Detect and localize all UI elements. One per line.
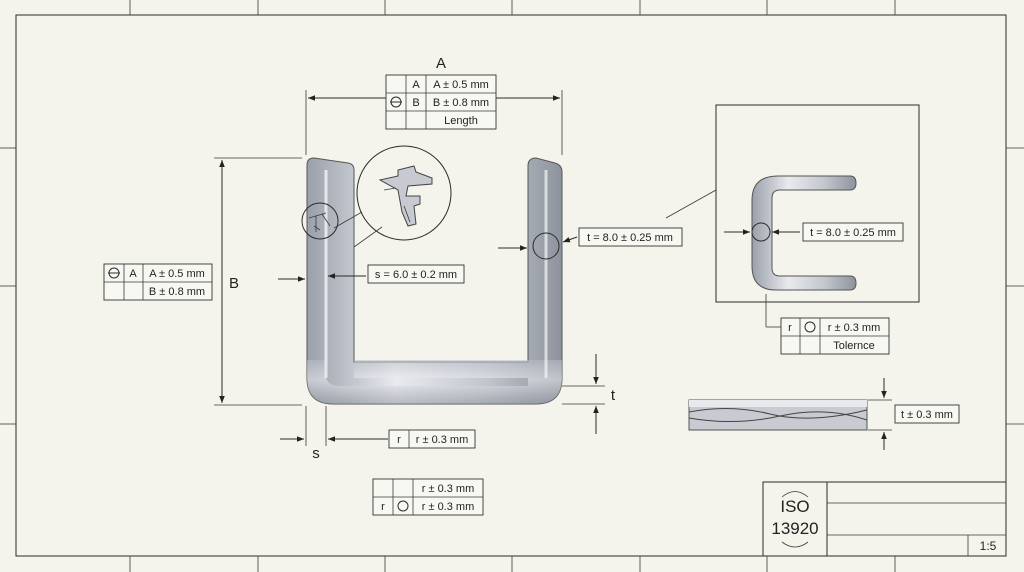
dim-label-t: t [611,387,616,404]
dim-label-b: B [229,275,239,292]
tol-inset-symbol: r [788,322,792,334]
tolerance-table-top: A A ± 0.5 mm B B ± 0.8 mm Length [385,74,497,130]
position-icon [390,96,402,108]
tol-bottom-symbol: r [381,501,385,513]
detail-magnifier [301,145,452,248]
tol-bottom-r-value-1: r ± 0.3 mm [422,483,475,495]
tol-top-a-value: A ± 0.5 mm [433,79,489,91]
tol-left-a-value: A ± 0.5 mm [149,268,205,280]
tol-top-b-value: B ± 0.8 mm [433,97,489,109]
tolerance-table-left: A A ± 0.5 mm B ± 0.8 mm [103,263,213,301]
dimension-a: A [305,55,563,155]
radius-table-small: r r ± 0.3 mm [388,429,476,449]
tol-inset-label: Tolernce [833,340,875,352]
caliper-icon [378,165,433,227]
dimension-t: t [562,354,616,434]
inset-t-thickness-label: t = 8.0 ± 0.25 mm [810,227,896,239]
iso-standard-number: 13920 [771,519,818,538]
scale-label: 1:5 [980,539,997,553]
tol-bottom-r-value-2: r ± 0.3 mm [422,501,475,513]
position-icon [108,267,120,279]
u-channel-part [306,157,563,405]
dim-label-s: s [312,445,320,462]
title-block: ISO 13920 1:5 [762,481,1007,557]
tol-top-length: Length [444,115,478,127]
tol-left-datum-a: A [129,268,137,280]
radius-small-value: r ± 0.3 mm [416,434,469,446]
dimension-b: B [214,157,302,406]
circularity-icon [804,321,816,333]
tol-left-b-value: B ± 0.8 mm [149,286,205,298]
circularity-icon [397,500,409,512]
s-thickness-callout: s = 6.0 ± 0.2 mm [278,264,465,284]
side-section-view: t ± 0.3 mm [688,378,960,450]
tol-inset-r-value: r ± 0.3 mm [828,322,881,334]
s-thickness-label: s = 6.0 ± 0.2 mm [375,269,457,281]
dimension-s: s [280,406,388,462]
tolerance-table-bottom: r ± 0.3 mm r r ± 0.3 mm [372,478,484,516]
side-t-label: t ± 0.3 mm [901,409,953,421]
inset-detail-view: t = 8.0 ± 0.25 mm [715,104,920,328]
iso-logo-icon [781,491,809,548]
tol-top-datum-a: A [412,79,420,91]
iso-label: ISO [780,497,809,516]
tol-top-datum-b: B [412,97,419,109]
radius-small-symbol: r [397,434,401,446]
t-thickness-label: t = 8.0 ± 0.25 mm [587,232,673,244]
t-thickness-callout: t = 8.0 ± 0.25 mm [498,189,717,260]
tolerance-table-inset: r r ± 0.3 mm Tolernce [780,317,890,355]
dim-label-a: A [436,55,446,72]
